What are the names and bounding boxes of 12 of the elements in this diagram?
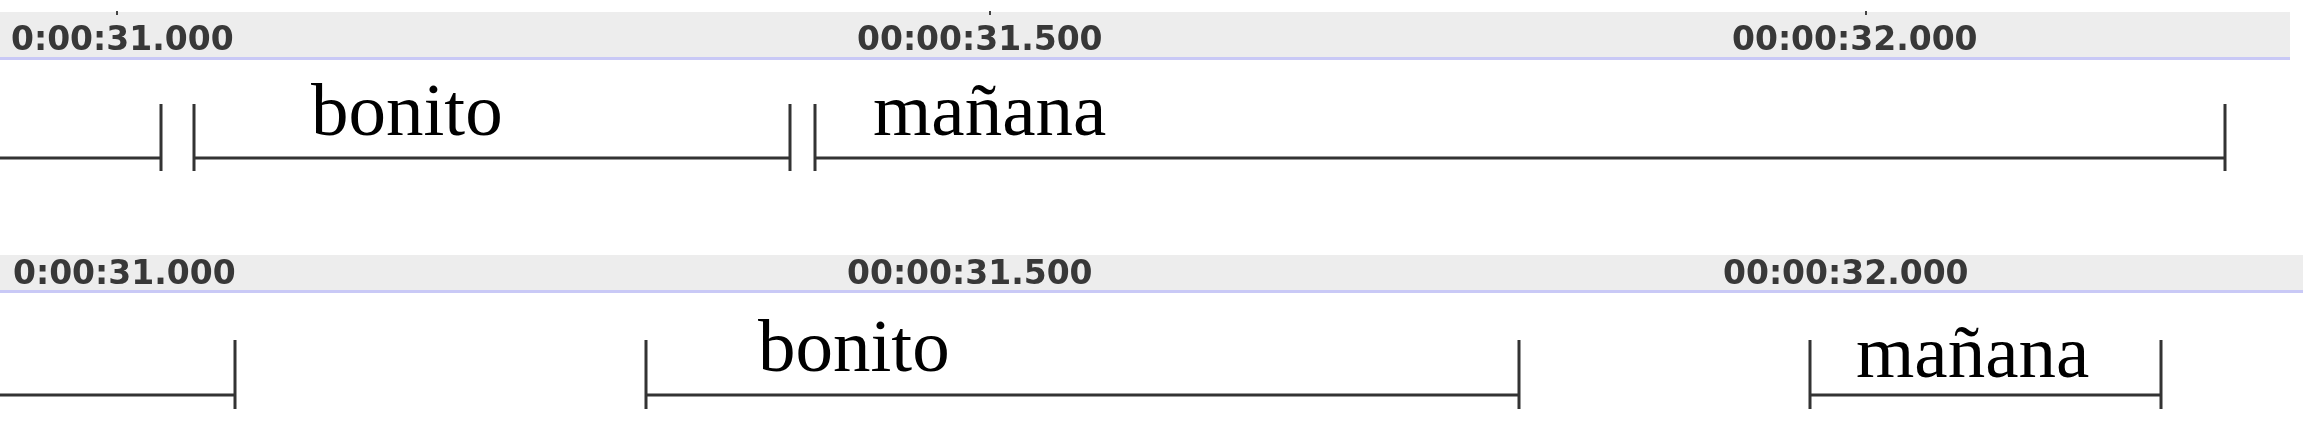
timeline-ruler (0, 255, 2303, 293)
word-label: bonito (311, 72, 503, 147)
timestamp-label: 00:00:31.500 (857, 22, 1103, 55)
timestamp-label: 0:00:31.000 (11, 22, 234, 55)
timeline-ruler (0, 12, 2290, 60)
timestamp-label: 00:00:32.000 (1723, 256, 1969, 289)
word-label: mañana (1856, 314, 2090, 389)
word-label: mañana (873, 72, 1107, 147)
timestamp-label: 00:00:31.500 (847, 256, 1093, 289)
timestamp-label: 00:00:32.000 (1732, 22, 1978, 55)
timestamp-label: 0:00:31.000 (13, 256, 236, 289)
word-label: bonito (758, 308, 950, 383)
